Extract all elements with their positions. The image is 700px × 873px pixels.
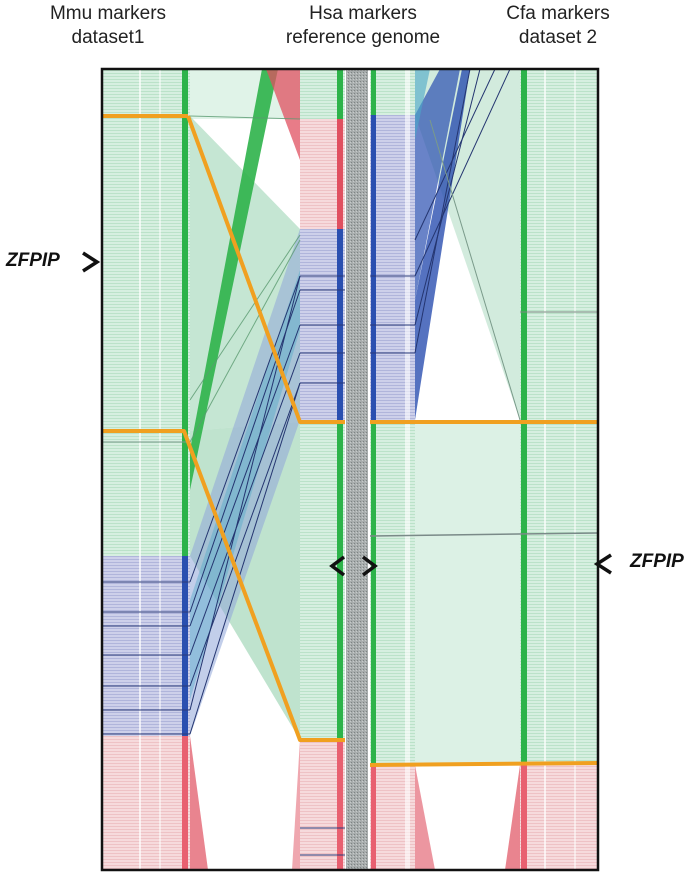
column-title-hsa-line1: Hsa markers	[309, 3, 417, 24]
hsa-column	[300, 69, 415, 870]
zfpip-label-left: ZFPIP	[6, 250, 60, 271]
column-title-cfa-line1: Cfa markers	[506, 3, 610, 24]
column-title-cfa-line2: dataset 2	[518, 27, 598, 48]
chevron-right-icon	[82, 251, 101, 273]
diagram-frame	[100, 67, 600, 872]
column-title-mmu: Mmu markers dataset1	[28, 2, 188, 50]
zfpip-label-right: ZFPIP	[630, 551, 684, 572]
cfa-column	[520, 69, 598, 870]
column-title-mmu-line2: dataset1	[71, 27, 145, 48]
column-title-hsa: Hsa markers reference genome	[268, 2, 458, 50]
mmu-column	[102, 69, 190, 870]
reference-genome-bar	[346, 69, 368, 870]
zfpip-highlight-outline	[102, 114, 598, 767]
double-arrow-icon	[329, 555, 378, 577]
chevron-left-icon	[593, 553, 612, 575]
hsa-cfa-ribbons	[369, 69, 598, 870]
column-title-cfa: Cfa markers dataset 2	[478, 2, 638, 50]
column-title-mmu-line1: Mmu markers	[49, 3, 167, 24]
column-title-hsa-line2: reference genome	[285, 27, 441, 48]
